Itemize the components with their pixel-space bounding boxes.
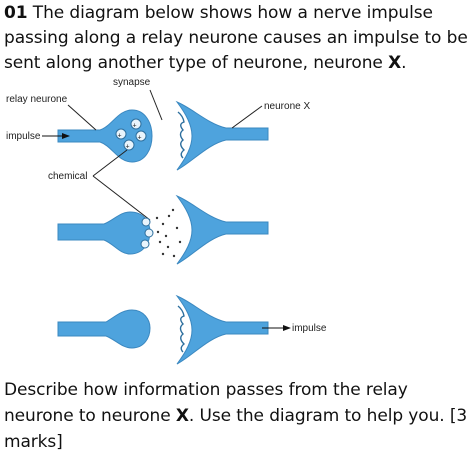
label-neurone-x: neurone X — [264, 101, 310, 112]
question-number: 01 — [4, 3, 28, 23]
question-end: . — [401, 53, 407, 73]
vesicle-group-1: + + + + — [115, 118, 147, 151]
fused-vesicles — [140, 217, 154, 249]
question-intro: The diagram below shows how a nerve impu… — [4, 3, 468, 73]
label-chemical: chemical — [48, 171, 87, 182]
relay-neurone-ending-2 — [57, 211, 151, 255]
pointer-chemical-b — [92, 175, 151, 221]
pointer-synapse — [149, 89, 163, 121]
svg-text:+: + — [118, 133, 122, 140]
synapse-diagram: + + + + synapse relay neurone neurone X … — [6, 77, 327, 365]
label-relay-neurone: relay neurone — [6, 94, 68, 105]
pointer-neurone-x — [231, 105, 263, 129]
footer-letter: X — [175, 406, 189, 426]
receptor-sites-3 — [177, 305, 186, 353]
label-synapse: synapse — [113, 77, 151, 88]
neurone-x-dendrite-1 — [175, 100, 269, 171]
neurone-x-dendrite-2 — [175, 194, 269, 265]
footer-text: Describe how information passes from the… — [4, 377, 472, 455]
stage-2 — [57, 194, 269, 265]
neurone-letter: X — [388, 53, 402, 73]
svg-text:+: + — [138, 135, 142, 142]
chemical-molecules — [155, 208, 182, 258]
footer-part1: Describe how information passes from the… — [4, 380, 408, 426]
label-impulse-out: impulse — [292, 323, 327, 334]
stage-1: + + + + synapse relay neurone neurone X … — [6, 77, 310, 221]
svg-text:+: + — [126, 144, 130, 151]
pointer-relay-neurone — [67, 104, 97, 131]
pointer-chemical-a — [92, 149, 128, 177]
relay-neurone-ending-3 — [57, 309, 151, 349]
neurone-x-dendrite-3 — [175, 294, 269, 365]
stage-3: impulse — [57, 294, 327, 365]
question-text: 01 The diagram below shows how a nerve i… — [4, 1, 472, 76]
label-impulse-in: impulse — [6, 131, 41, 142]
svg-text:+: + — [133, 123, 137, 130]
receptor-sites-1 — [177, 111, 186, 159]
